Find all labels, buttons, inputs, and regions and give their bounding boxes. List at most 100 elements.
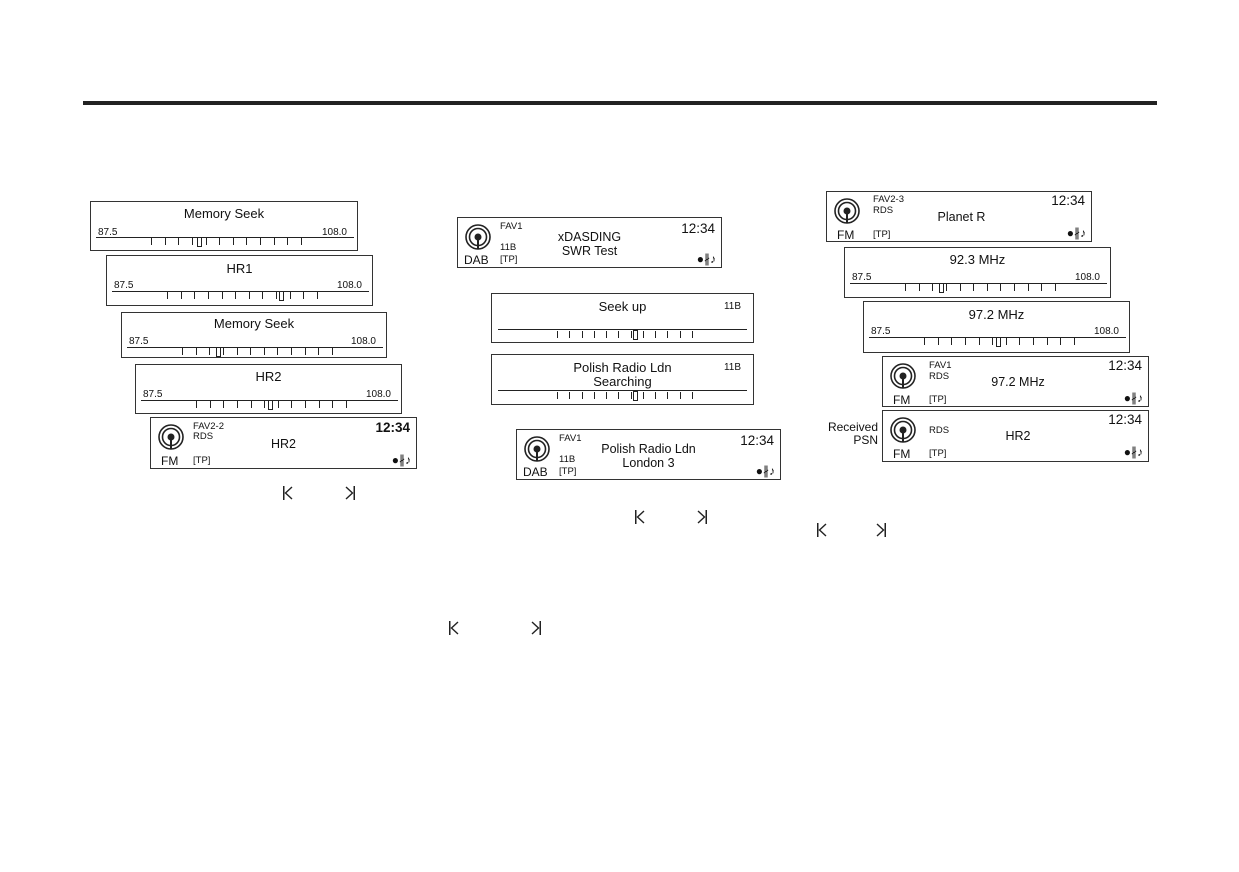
scale-tick — [569, 331, 570, 338]
clock: 12:34 — [375, 420, 410, 435]
scale-tick — [318, 348, 319, 355]
antenna-icon — [834, 198, 860, 224]
scale-tick — [262, 292, 263, 299]
scale-tick — [305, 401, 306, 408]
scale-tick — [1028, 284, 1029, 291]
scale-line — [112, 291, 369, 292]
scale-tick — [237, 401, 238, 408]
tp-label: [TP] — [193, 455, 211, 466]
band-label: FM — [893, 393, 911, 407]
clock: 12:34 — [740, 433, 774, 448]
scale-tick — [606, 392, 607, 399]
scale-min: 87.5 — [98, 227, 118, 238]
scale-tick — [973, 284, 974, 291]
seek-display-hr2: HR2 87.5 108.0 — [135, 364, 402, 414]
scale-max: 108.0 — [336, 280, 362, 291]
scale-tick — [291, 401, 292, 408]
rds-label: RDS — [873, 205, 894, 216]
scale-tick — [194, 292, 195, 299]
band-label: DAB — [523, 465, 548, 479]
tp-label: [TP] — [500, 254, 518, 265]
scale-tick — [246, 238, 247, 245]
clock: 12:34 — [681, 221, 715, 236]
tp-label: [TP] — [559, 466, 577, 477]
tuning-ticks — [167, 291, 318, 301]
scale-tick — [680, 331, 681, 338]
scale-max: 108.0 — [1093, 326, 1119, 337]
clock: 12:34 — [1108, 412, 1142, 427]
tuning-ticks — [151, 237, 302, 247]
display-title: 97.2 MHz — [968, 307, 1025, 322]
scale-min: 87.5 — [114, 280, 134, 291]
antenna-icon — [524, 436, 550, 462]
preset-label: FAV1 — [500, 221, 523, 232]
rds-label: RDS — [929, 425, 950, 436]
scale-line — [127, 347, 383, 348]
scale-tick — [332, 348, 333, 355]
scale-max: 108.0 — [365, 389, 391, 400]
status-icons: ●∦♪ — [755, 464, 775, 478]
scale-tick — [938, 338, 939, 345]
band-label: DAB — [464, 253, 489, 267]
preset-label: FAV2-2 — [193, 421, 224, 432]
station-display-fm-hr2-psn: FM RDS [TP] HR2 12:34 ●∦♪ — [882, 410, 1149, 462]
scale-tick — [208, 292, 209, 299]
scale-tick — [965, 338, 966, 345]
station-display-dab-polish-radio: DAB FAV1 11B [TP] Polish Radio Ldn Londo… — [516, 429, 781, 480]
preset-label: FAV1 — [559, 433, 582, 444]
seek-display-seek-up: Seek up 11B — [491, 293, 754, 343]
scale-tick — [618, 331, 619, 338]
scale-tick — [1060, 338, 1061, 345]
antenna-icon — [890, 363, 916, 389]
station-display-dab-xdasding: DAB FAV1 11B [TP] xDASDING SWR Test 12:3… — [457, 217, 722, 268]
scale-tick — [223, 401, 224, 408]
scale-tick — [1047, 338, 1048, 345]
scale-tick — [1014, 284, 1015, 291]
scale-tick — [631, 392, 632, 399]
scale-tick — [557, 392, 558, 399]
scale-tick — [250, 348, 251, 355]
tuning-marker — [633, 330, 638, 340]
tp-label: [TP] — [873, 229, 891, 240]
header-rule — [83, 101, 1157, 105]
preset-label: FAV2-3 — [873, 194, 904, 205]
channel-label: 11B — [723, 301, 741, 312]
scale-tick — [643, 331, 644, 338]
scale-max: 108.0 — [350, 336, 376, 347]
tuning-marker — [279, 291, 284, 301]
status-icons: ●∦♪ — [696, 252, 716, 266]
scale-tick — [219, 238, 220, 245]
tuning-ticks — [557, 391, 693, 401]
scale-tick — [924, 338, 925, 345]
scale-tick — [960, 284, 961, 291]
scale-tick — [319, 401, 320, 408]
scale-tick — [992, 338, 993, 345]
preset-label: FAV1 — [929, 360, 952, 371]
tuning-ticks — [182, 347, 333, 357]
skip-previous-icon — [817, 523, 827, 537]
scale-tick — [223, 348, 224, 355]
scale-line — [96, 237, 354, 238]
scale-tick — [631, 331, 632, 338]
scale-tick — [264, 401, 265, 408]
tuning-marker — [996, 337, 1001, 347]
band-label: FM — [837, 228, 855, 242]
scale-tick — [181, 292, 182, 299]
scale-tick — [303, 292, 304, 299]
skip-previous-icon — [449, 621, 459, 635]
scale-tick — [582, 331, 583, 338]
station-subtitle: London 3 — [622, 456, 675, 470]
seek-display-memory-seek: Memory Seek 87.5 108.0 — [90, 201, 358, 251]
seek-display-hr1: HR1 87.5 108.0 — [106, 255, 373, 306]
scale-tick — [291, 348, 292, 355]
seek-display-97-2-mhz: 97.2 MHz 87.5 108.0 — [863, 301, 1130, 353]
scale-tick — [346, 401, 347, 408]
clock: 12:34 — [1051, 193, 1085, 208]
scale-tick — [569, 392, 570, 399]
rds-label: RDS — [929, 371, 950, 382]
status-icons: ●∦♪ — [391, 453, 411, 467]
scale-tick — [264, 348, 265, 355]
skip-next-icon — [876, 523, 886, 537]
scale-min: 87.5 — [852, 272, 872, 283]
station-name: Polish Radio Ldn — [601, 442, 696, 456]
